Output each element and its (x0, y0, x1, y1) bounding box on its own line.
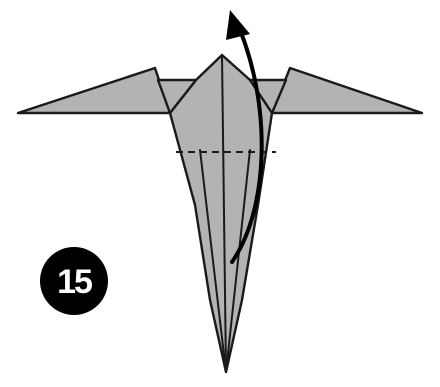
left-wing (18, 68, 170, 113)
right-wing (272, 68, 422, 113)
step-badge: 15 (40, 247, 108, 315)
step-number: 15 (57, 263, 92, 301)
fold-arrow-head (226, 10, 250, 40)
